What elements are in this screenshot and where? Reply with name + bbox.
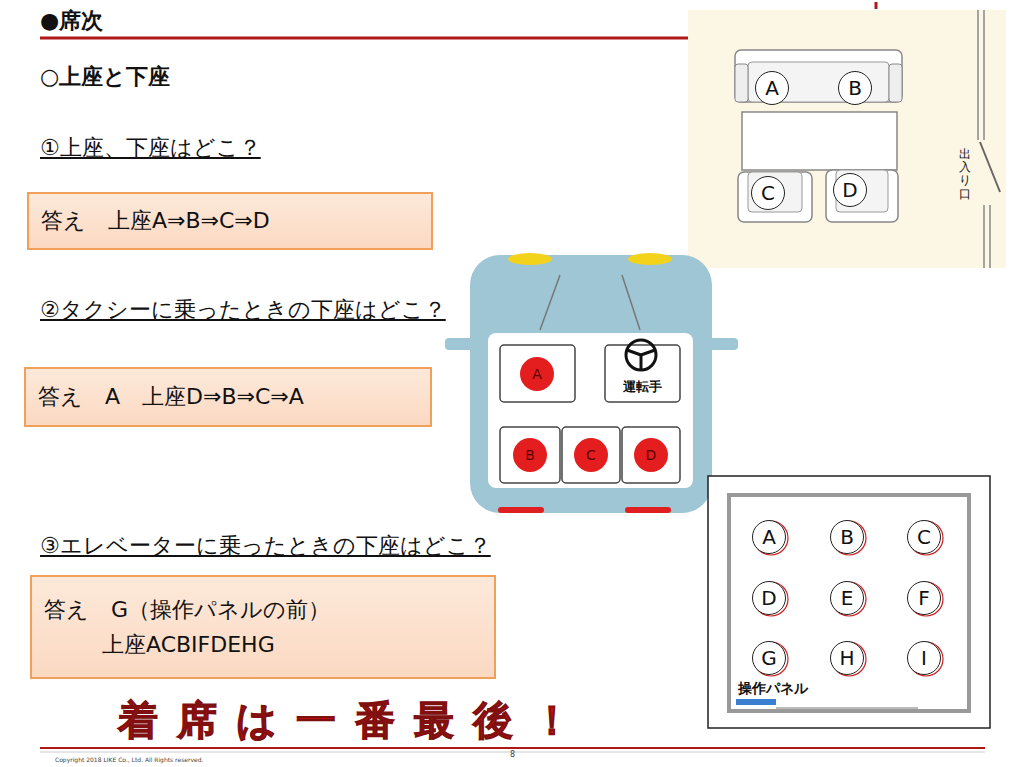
question-text: ③エレベーターに乗ったときの下座はどこ？ [40,533,491,559]
seat-circle: A [520,357,554,391]
node-text: 答え A 上座D⇒B⇒C⇒A [38,379,418,414]
question-text: ②タクシーに乗ったときの下座はどこ？ [40,297,446,323]
seat-circle: C [907,520,941,554]
plan-label: 出入り口 [959,148,971,201]
seat-circle: B [513,438,547,472]
seat-circle: D [752,581,786,615]
node-text: 運転手 [623,378,662,396]
node-text: I [921,646,927,670]
title-rule [40,37,690,40]
seat-circle: A [755,71,789,105]
seat-circle: E [830,581,864,615]
steering-wheel [626,340,656,370]
seat-circle: D [833,173,867,207]
node-text: B [840,525,854,549]
seat-circle: C [751,176,785,210]
node-text: D [646,447,657,463]
taxi-illustration [445,253,738,513]
node-text: B [525,447,535,463]
plan-frame: 操作パネル A B C D E F G H I [708,476,990,728]
node-text: B [848,76,862,100]
answer-box: 答え 上座A⇒B⇒C⇒D [27,192,433,250]
driver-seat: 運転手 [605,345,680,402]
page-number: 8 [510,750,515,760]
seat-circle: D [634,438,668,472]
node-text: 答え 上座A⇒B⇒C⇒D [41,203,419,238]
answer-box: 答え A 上座D⇒B⇒C⇒A [24,367,432,427]
seat-circle: G [752,641,786,675]
node-text: 答え G（操作パネルの前） [44,592,482,627]
footer-rule [40,747,985,749]
node-text: C [761,181,775,205]
node-text: H [839,646,854,670]
emphasis-note: 着席は一番最後！ [118,696,591,744]
answer-box: 答え G（操作パネルの前）上座ACBIFDEHG [30,575,496,679]
seat-circle: I [907,641,941,675]
node-text: D [842,178,857,202]
question-text: ①上座、下座はどこ？ [40,135,261,161]
node-text: C [586,447,596,463]
section-heading: ○上座と下座 [40,64,170,90]
node-text: A [762,525,776,549]
seat-circle: B [838,71,872,105]
elevator-plan [708,476,990,728]
seat-circle: F [907,581,941,615]
node-text: G [761,646,777,670]
node-text: E [841,586,854,610]
node-text: C [917,525,931,549]
slide-title: ●席次 [40,6,103,36]
copyright-note: Copyright 2018 LIKE Co., Ltd. All Rights… [55,756,203,763]
plan-frame: 出入り口 A B C D [688,10,1006,268]
seat-circle: C [574,438,608,472]
node-text: 上座ACBIFDEHG [44,627,482,662]
seat-circle: A [752,520,786,554]
seat-circle: H [830,641,864,675]
plan-label: 操作パネル [738,680,808,698]
node-text: A [532,366,542,382]
node-text: A [765,76,779,100]
title-rule [875,2,878,9]
seat-circle: B [830,520,864,554]
node-text: F [918,586,930,610]
room-plan [688,10,1006,268]
node-text: D [761,586,776,610]
